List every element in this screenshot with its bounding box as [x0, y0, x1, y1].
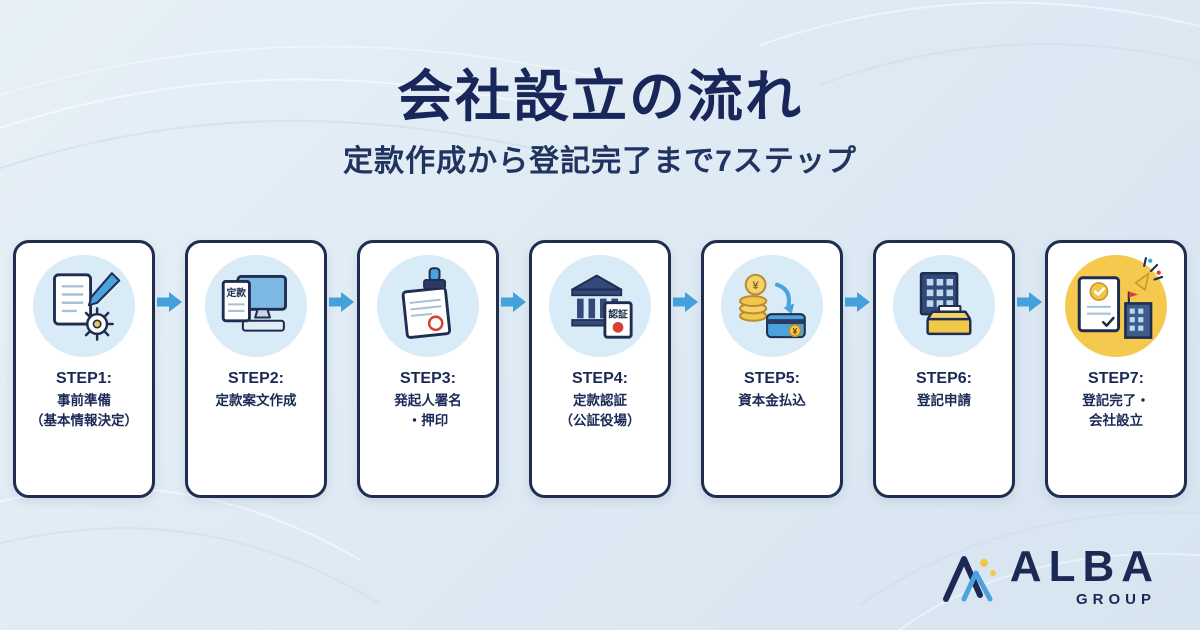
step-label: STEP4: [571, 370, 628, 387]
step-card-4: 認証 STEP4: 定款認証 （公証役場） [529, 240, 671, 498]
step-card-2: 定款 STEP2: 定款案文作成 [185, 240, 327, 498]
page-subtitle: 定款作成から登記完了まで7ステップ [343, 145, 857, 178]
registration-filing-icon [893, 255, 995, 357]
step-label: STEP1: [55, 370, 112, 387]
svg-text:定款: 定款 [225, 286, 246, 299]
alba-logo-mark [942, 555, 996, 602]
completion-celebration-icon [1065, 255, 1167, 357]
step-card-6: STEP6: 登記申請 [873, 240, 1015, 498]
step-desc: 登記完了・ 会社設立 [1082, 393, 1150, 429]
step-label: STEP5: [743, 370, 800, 387]
step-label: STEP3: [399, 370, 456, 387]
capital-payment-icon: ¥ ¥ [721, 255, 823, 357]
draft-document-icon: 定款 [205, 255, 307, 357]
steps-row: STEP1: 事前準備 （基本情報決定） 定款 STEP2: 定款案文作成 [0, 240, 1200, 498]
arrow-icon [329, 292, 354, 312]
arrow-icon [845, 292, 870, 312]
step-desc: 登記申請 [917, 393, 971, 409]
step-card-5: ¥ ¥ STEP5: 資本金払込 [701, 240, 843, 498]
arrow-icon [1017, 292, 1042, 312]
step-desc: 事前準備 （基本情報決定） [30, 393, 138, 429]
step-card-3: STEP3: 発起人署名 ・押印 [357, 240, 499, 498]
arrow-icon [157, 292, 182, 312]
alba-wordmark: ALBA GROUP [1009, 542, 1160, 609]
arrow-icon [673, 292, 698, 312]
signature-stamp-icon [377, 255, 479, 357]
alba-logo: ALBA GROUP [942, 545, 1160, 608]
alba-name: ALBA [1009, 542, 1160, 591]
step-desc: 定款認証 （公証役場） [559, 393, 641, 429]
notary-certification-icon: 認証 [549, 255, 651, 357]
svg-text:¥: ¥ [793, 327, 798, 336]
step-card-1: STEP1: 事前準備 （基本情報決定） [13, 240, 155, 498]
alba-group-label: GROUP [1075, 591, 1156, 608]
svg-text:認証: 認証 [608, 307, 628, 320]
step-desc: 資本金払込 [738, 393, 806, 409]
step-desc: 定款案文作成 [215, 393, 297, 409]
svg-text:¥: ¥ [752, 280, 759, 292]
step-card-7: STEP7: 登記完了・ 会社設立 [1045, 240, 1187, 498]
step-label: STEP6: [915, 370, 972, 387]
step-desc: 発起人署名 ・押印 [394, 393, 462, 429]
arrow-icon [501, 292, 526, 312]
step-label: STEP7: [1087, 370, 1144, 387]
page-title: 会社設立の流れ [397, 65, 803, 128]
preparation-icon [33, 255, 135, 357]
step-label: STEP2: [227, 370, 284, 387]
